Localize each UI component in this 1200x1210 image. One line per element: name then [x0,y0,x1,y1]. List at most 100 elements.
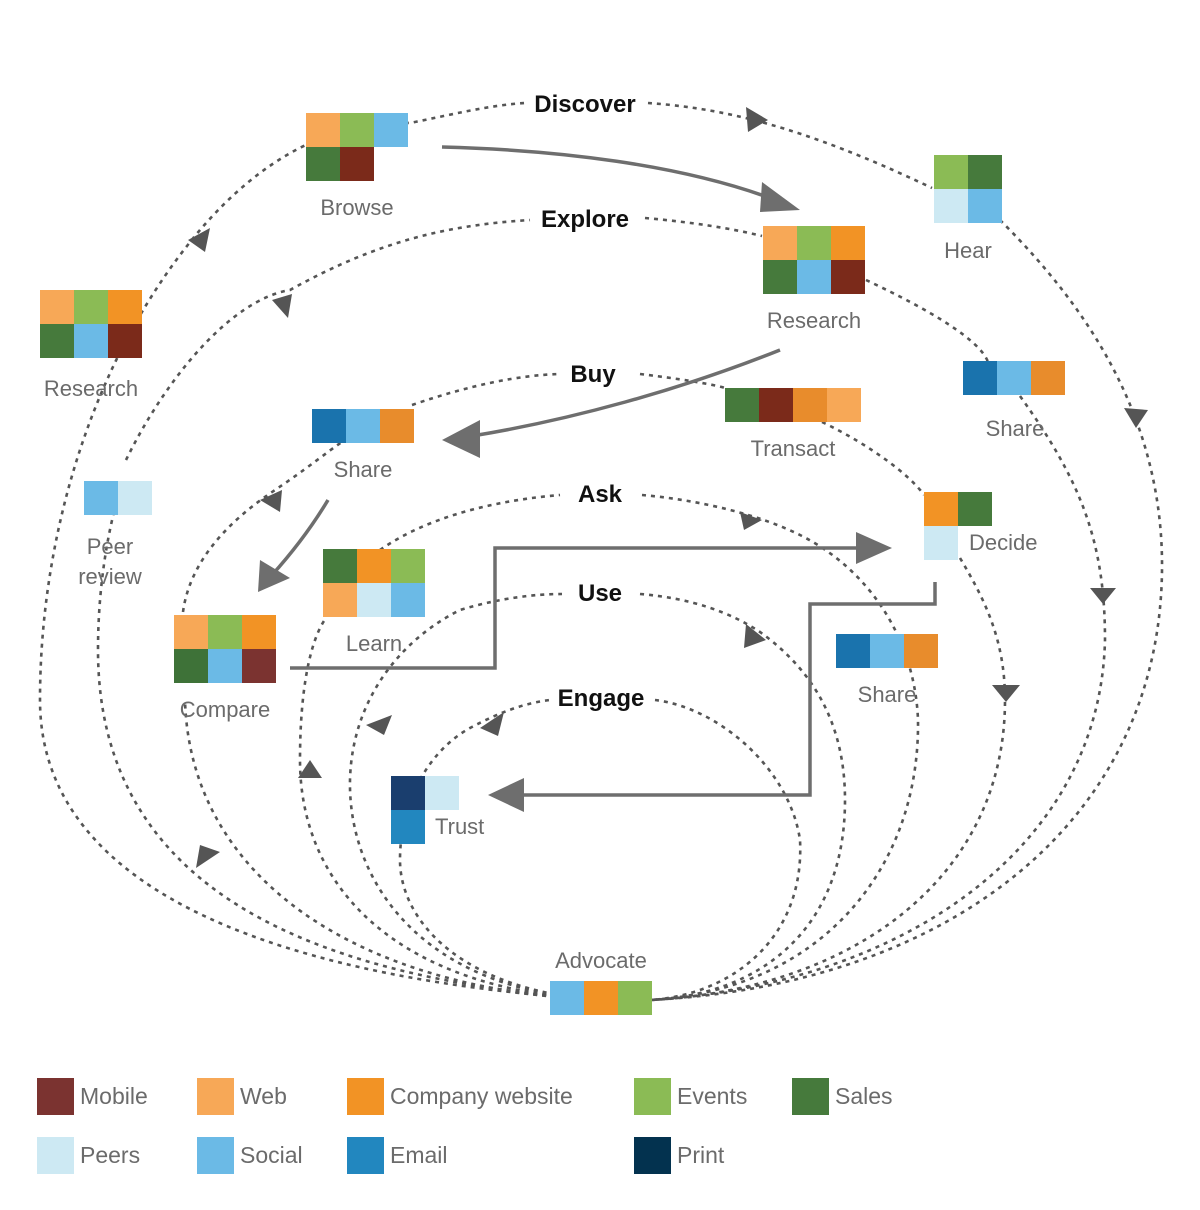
trust-cell-0 [391,776,425,810]
phase-label-buy: Buy [570,361,616,388]
flow-compare-to-decide [290,546,862,670]
decide-cell-2 [924,526,958,560]
arrowhead-ask-right [740,512,762,530]
legend-item-web: Web [197,1078,287,1115]
hear-cell-2 [934,189,968,223]
legend-swatch-social [197,1137,234,1174]
legend-swatch-mobile [37,1078,74,1115]
phase-label-discover: Discover [534,91,635,118]
peer-review-cell-1 [118,481,152,515]
phase-label-ask: Ask [578,481,623,508]
learn-cell-4 [357,583,391,617]
flow-browse-to-research [441,145,771,200]
legend-label-sales: Sales [835,1083,893,1109]
flow-share-to-compare [270,499,330,577]
advocate-cell-2 [618,981,652,1015]
node-research-left: Research [40,290,142,401]
hear-label: Hear [944,238,992,263]
node-transact: Transact [725,388,861,461]
node-share-top-right: Share [963,361,1065,441]
phase-label-use: Use [578,580,622,607]
arrowhead-decide-down [992,685,1020,702]
loop-explore-left [96,218,601,1002]
advocate-label: Advocate [555,948,647,973]
learn-label: Learn [346,631,402,656]
arrowhead-hear-down [1124,408,1148,428]
loop-use-right [639,592,847,1002]
flow-arrowhead-compare [258,560,290,592]
transact-cell-1 [759,388,793,422]
legend-swatch-peers [37,1137,74,1174]
arrowhead-discover-right [746,107,768,132]
arrowhead-engage-left [480,712,504,736]
node-share-right: Share [836,634,938,707]
legend-swatch-print [634,1137,671,1174]
flow-arrowhead-research [760,182,800,212]
learn-cell-0 [323,549,357,583]
loop-buy-right [639,372,1007,1002]
loop-explore-right [644,216,1107,1002]
research-right-cell-5 [831,260,865,294]
flow-arrowhead-trust [488,778,524,812]
loop-ask-right [641,493,920,1002]
node-trust: Trust [391,776,484,844]
trust-cell-1 [425,776,459,810]
arrowhead-share-right-down [1090,588,1116,604]
legend-label-social: Social [240,1142,303,1168]
trust-label: Trust [435,814,484,839]
advocate-cell-0 [550,981,584,1015]
browse-cell-2 [374,113,408,147]
decide-label: Decide [969,530,1037,555]
legend-swatch-web [197,1078,234,1115]
flow-arrowhead-share [442,420,480,458]
learn-cell-3 [323,583,357,617]
hear-cell-0 [934,155,968,189]
research-right-cell-4 [797,260,831,294]
research-left-cell-1 [74,290,108,324]
legend-item-print: Print [634,1137,725,1174]
peer-review-label-line1: Peer [87,534,133,559]
loop-engage-right [649,698,802,1002]
share-left-cell-2 [380,409,414,443]
compare-cell-2 [242,615,276,649]
legend-item-mobile: Mobile [37,1078,148,1115]
share-right-cell-0 [836,634,870,668]
peer-review-label-line2: review [78,564,142,589]
legend-item-sales: Sales [792,1078,893,1115]
hear-cell-1 [968,155,1002,189]
learn-cell-5 [391,583,425,617]
phase-label-explore: Explore [541,206,629,233]
legend-label-web: Web [240,1083,287,1109]
learn-cell-1 [357,549,391,583]
compare-cell-5 [242,649,276,683]
decide-cell-1 [958,492,992,526]
trust-cell-2 [391,810,425,844]
transact-cell-2 [793,388,827,422]
node-decide: Decide [924,492,1037,560]
legend-swatch-email [347,1137,384,1174]
research-right-label: Research [767,308,861,333]
legend-label-peers: Peers [80,1142,140,1168]
arrowhead-use-right [744,624,766,648]
share-top-right-cell-1 [997,361,1031,395]
node-learn: Learn [323,549,425,656]
research-right-cell-1 [797,226,831,260]
legend-swatch-sales [792,1078,829,1115]
transact-label: Transact [751,436,836,461]
flow-research-to-share [471,348,781,438]
browse-cell-3 [306,147,340,181]
legend-swatch-company-website [347,1078,384,1115]
share-right-cell-1 [870,634,904,668]
node-hear: Hear [934,155,1002,263]
flow-decide-to-trust [520,582,937,797]
transact-cell-0 [725,388,759,422]
phase-label-engage: Engage [558,685,645,712]
share-left-label: Share [334,457,393,482]
arrowhead-use-left [366,715,392,735]
decide-cell-0 [924,492,958,526]
legend-item-peers: Peers [37,1137,140,1174]
compare-cell-1 [208,615,242,649]
learn-cell-2 [391,549,425,583]
loop-discover-right [647,101,1164,1002]
